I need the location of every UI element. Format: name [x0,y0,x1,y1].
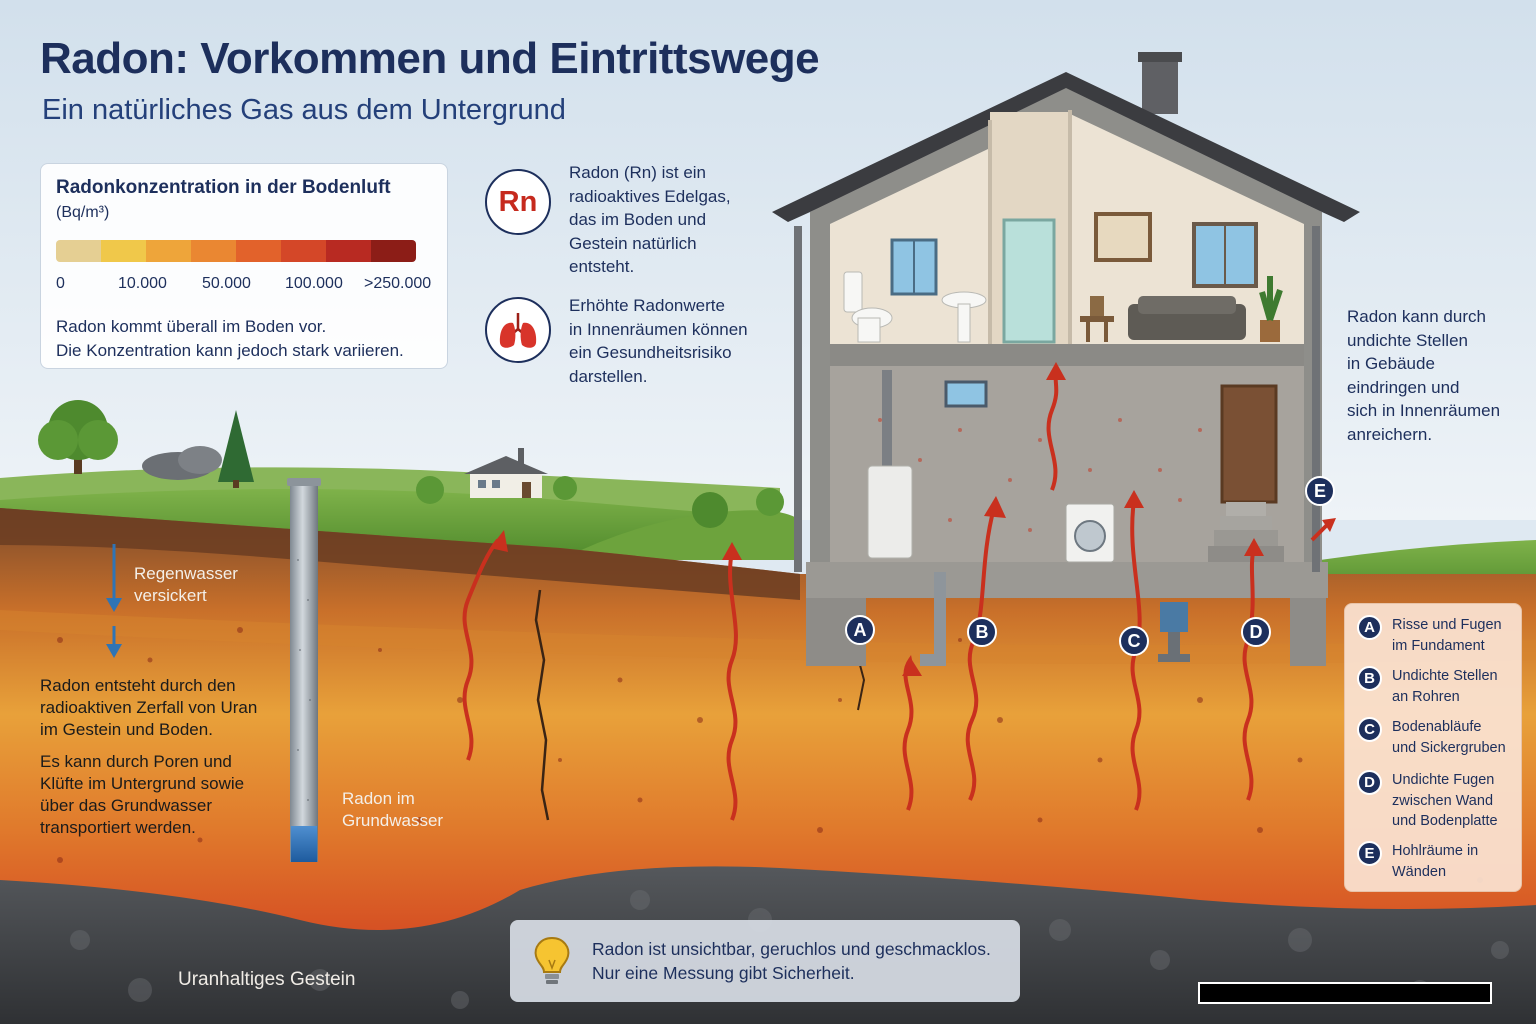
groundwater-label: Radon im Grundwasser [342,789,444,830]
marker-b: B [967,617,997,647]
concentration-legend: Radonkonzentration in der Bodenluft (Bq/… [40,163,448,369]
legend-text-d: Undichte Fugen zwischen Wand und Bodenpl… [1392,772,1498,829]
marker-e: E [1305,476,1335,506]
marker-c: C [1119,626,1149,656]
legend-unit: (Bq/m³) [56,204,110,221]
scale-segment [326,240,371,262]
scale-segment [281,240,326,262]
radon-symbol-icon: Rn [485,169,551,235]
legend-item-c: C Bodenabläufe und Sickergruben [1357,717,1506,758]
legend-letter-c: C [1357,717,1382,742]
legend-text-a: Risse und Fugen im Fundament [1392,617,1502,654]
health-risk-text: Erhöhte Radonwerte in Innenräumen können… [569,296,748,386]
legend-letter-d: D [1357,770,1382,795]
scale-segment [101,240,146,262]
legend-letter-b: B [1357,666,1382,691]
lightbulb-icon [534,936,570,984]
legend-text-c: Bodenabläufe und Sickergruben [1392,719,1506,756]
concentration-color-scale [56,240,416,262]
radon-origin-text: Radon entsteht durch den radioaktiven Ze… [40,676,258,739]
marker-d: D [1241,617,1271,647]
legend-text-e: Hohlräume in Wänden [1392,843,1479,880]
lungs-icon [485,297,551,363]
marker-a: A [845,615,875,645]
scale-tick-label: 50.000 [202,275,251,292]
legend-letter-a: A [1357,615,1382,640]
legend-item-e: E Hohlräume in Wänden [1357,841,1478,882]
legend-item-d: D Undichte Fugen zwischen Wand und Boden… [1357,770,1498,832]
radon-definition-text: Radon (Rn) ist ein radioaktives Edelgas,… [569,163,731,276]
page-title: Radon: Vorkommen und Eintrittswege [40,34,820,83]
redaction-bar [1198,982,1492,1004]
legend-item-a: A Risse und Fugen im Fundament [1357,615,1502,656]
scale-segment [236,240,281,262]
rainwater-label: Regenwasser versickert [134,564,238,605]
radon-symbol-text: Rn [498,185,538,218]
scale-tick-label: 10.000 [118,275,167,292]
scale-tick-label: 100.000 [285,275,343,292]
bedrock-label: Uranhaltiges Gestein [178,969,356,990]
legend-title: Radonkonzentration in der Bodenluft [56,177,391,198]
legend-letter-e: E [1357,841,1382,866]
scale-tick-label: >250.000 [364,275,432,292]
legend-item-b: B Undichte Stellen an Rohren [1357,666,1498,707]
entry-summary-text: Radon kann durch undichte Stellen in Geb… [1347,307,1501,444]
scale-segment [371,240,416,262]
measurement-tip: Radon ist unsichtbar, geruchlos und gesc… [510,920,1020,1002]
legend-note: Radon kommt überall im Boden vor. Die Ko… [56,317,404,360]
tip-text: Radon ist unsichtbar, geruchlos und gesc… [592,939,991,983]
legend-text-b: Undichte Stellen an Rohren [1392,668,1498,705]
scale-tick-label: 0 [56,275,65,292]
page-subtitle: Ein natürliches Gas aus dem Untergrund [42,94,566,126]
scale-segment [56,240,101,262]
scale-segment [146,240,191,262]
entry-path-legend: A Risse und Fugen im Fundament B Undicht… [1344,603,1522,892]
radon-transport-text: Es kann durch Poren und Klüfte im Unterg… [40,752,245,837]
scale-segment [191,240,236,262]
